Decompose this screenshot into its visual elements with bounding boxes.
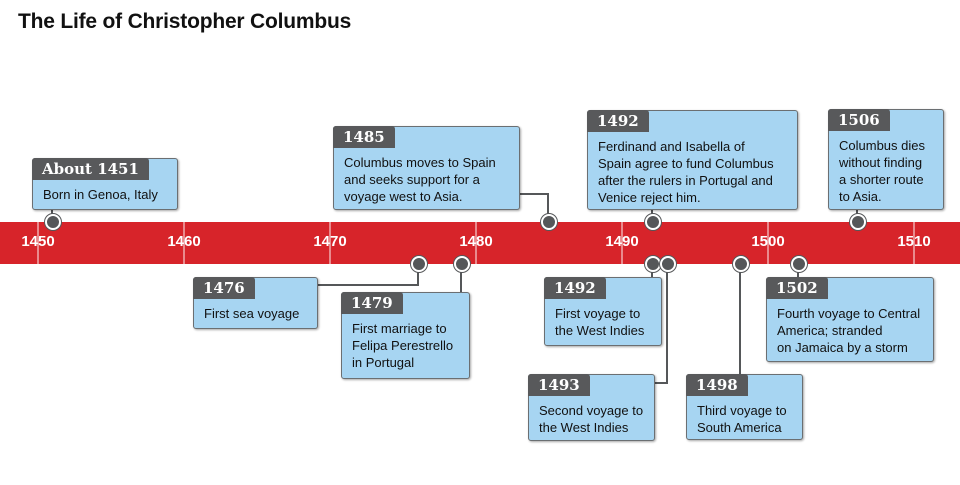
marker-1476 — [411, 256, 427, 272]
year-label-1450: 1450 — [21, 233, 55, 250]
marker-1493 — [660, 256, 676, 272]
marker-1506 — [850, 214, 866, 230]
marker-1492-funding — [645, 214, 661, 230]
event-description: First sea voyage — [204, 306, 300, 321]
marker-1485 — [541, 214, 557, 230]
event-description: Second voyage to the West Indies — [539, 403, 644, 435]
event-card-1498: 1498 Third voyage to South America — [686, 374, 803, 440]
marker-about-1451 — [45, 214, 61, 230]
event-year: 1476 — [193, 277, 255, 299]
year-label-1470: 1470 — [313, 233, 347, 250]
connector-1485 — [519, 193, 549, 222]
year-label-1490: 1490 — [605, 233, 639, 250]
year-label-1460: 1460 — [167, 233, 201, 250]
event-year: 1485 — [333, 126, 395, 148]
event-card-1502: 1502 Fourth voyage to Central America; s… — [766, 277, 934, 362]
connector-1493 — [654, 264, 668, 384]
event-description: Third voyage to South America — [697, 403, 787, 435]
event-year: 1506 — [828, 109, 890, 131]
year-label-1500: 1500 — [751, 233, 785, 250]
tick-1460 — [183, 222, 185, 264]
event-description: Columbus dies without finding a shorter … — [839, 138, 925, 204]
event-year: 1502 — [766, 277, 828, 299]
tick-1470 — [329, 222, 331, 264]
tick-1490 — [621, 222, 623, 264]
event-card-1479: 1479 First marriage to Felipa Perestrell… — [341, 292, 470, 379]
event-card-1492-funding: 1492 Ferdinand and Isabella of Spain agr… — [587, 110, 798, 210]
event-card-1476: 1476 First sea voyage — [193, 277, 318, 329]
event-year: 1492 — [544, 277, 606, 299]
event-year: 1479 — [341, 292, 403, 314]
event-year: 1498 — [686, 374, 748, 396]
tick-1450 — [37, 222, 39, 264]
event-card-1492-voyage: 1492 First voyage to the West Indies — [544, 277, 662, 346]
page-title: The Life of Christopher Columbus — [18, 10, 352, 33]
event-description: First voyage to the West Indies — [555, 306, 645, 338]
event-description: Columbus moves to Spain and seeks suppor… — [344, 155, 496, 204]
event-description: Fourth voyage to Central America; strand… — [777, 306, 921, 355]
event-year: 1492 — [587, 110, 649, 132]
timeline-bar: 1450 1460 1470 1480 1490 1500 1510 — [0, 222, 960, 264]
year-label-1510: 1510 — [897, 233, 931, 250]
marker-1502 — [791, 256, 807, 272]
event-year: 1493 — [528, 374, 590, 396]
tick-1510 — [913, 222, 915, 264]
tick-1480 — [475, 222, 477, 264]
year-label-1480: 1480 — [459, 233, 493, 250]
event-card-1506: 1506 Columbus dies without finding a sho… — [828, 109, 944, 210]
event-card-about-1451: About 1451 Born in Genoa, Italy — [32, 158, 178, 210]
event-description: Ferdinand and Isabella of Spain agree to… — [598, 139, 774, 205]
event-description: Born in Genoa, Italy — [43, 187, 158, 202]
event-card-1485: 1485 Columbus moves to Spain and seeks s… — [333, 126, 520, 210]
tick-1500 — [767, 222, 769, 264]
event-card-1493: 1493 Second voyage to the West Indies — [528, 374, 655, 441]
event-year: About 1451 — [32, 158, 149, 180]
event-description: First marriage to Felipa Perestrello in … — [352, 321, 454, 370]
marker-1492-voyage — [645, 256, 661, 272]
connector-1476 — [317, 264, 419, 286]
marker-1479 — [454, 256, 470, 272]
marker-1498 — [733, 256, 749, 272]
